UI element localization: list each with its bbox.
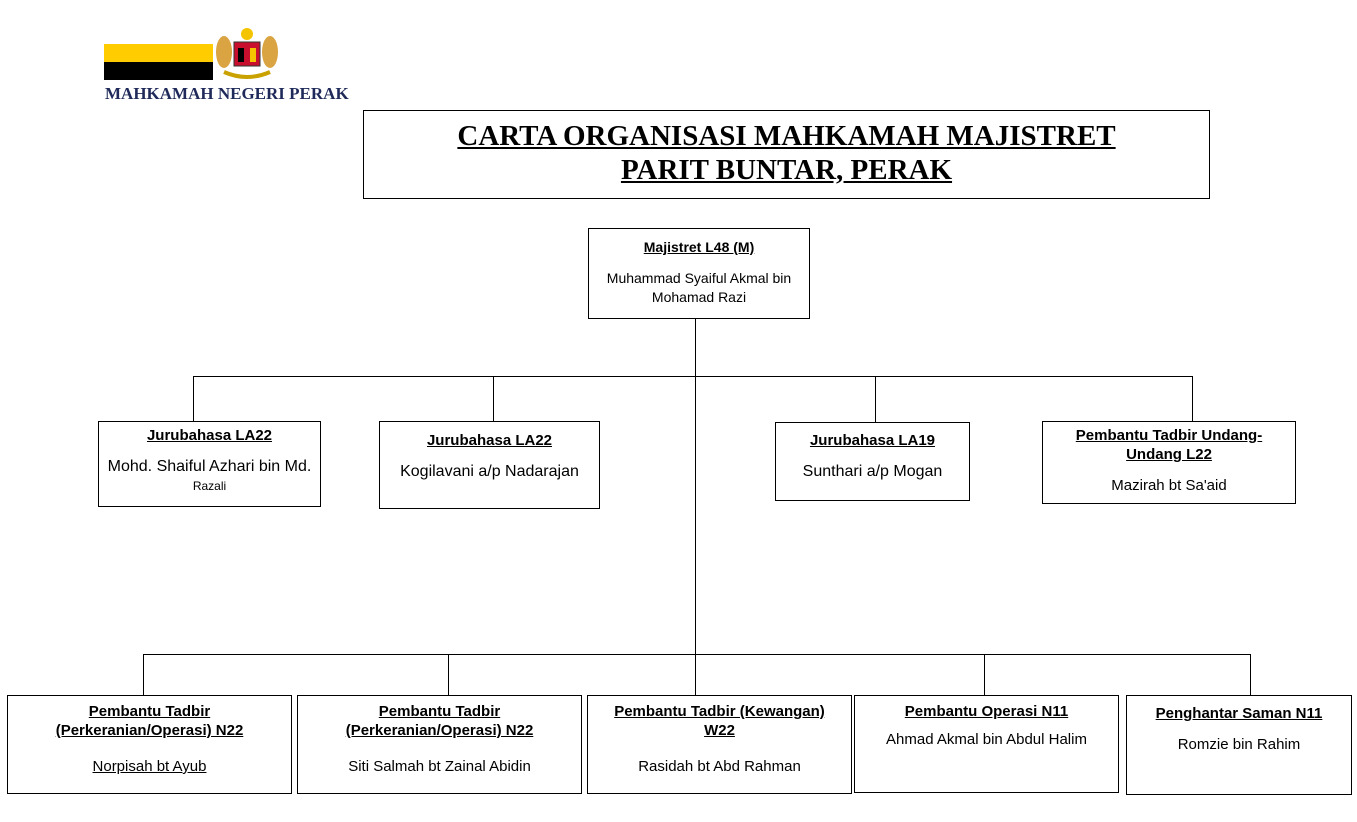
- org-box-jurubahasa-3: Jurubahasa LA19 Sunthari a/p Mogan: [775, 422, 970, 501]
- connector: [1250, 654, 1251, 695]
- connector: [143, 654, 144, 695]
- org-box-row2-1: Pembantu Tadbir (Perkeranian/Operasi) N2…: [7, 695, 292, 794]
- connector: [1192, 376, 1193, 421]
- org-box-pembantu-undang: Pembantu Tadbir Undang-Undang L22 Mazira…: [1042, 421, 1296, 504]
- position-title: Pembantu Tadbir (Kewangan) W22: [614, 703, 825, 739]
- title-line-2: PARIT BUNTAR, PERAK: [620, 154, 953, 186]
- person-name: Romzie bin Rahim: [1177, 736, 1301, 753]
- position-title: Pembantu Tadbir (Perkeranian/Operasi) N2…: [345, 703, 534, 739]
- position-title: Pembantu Tadbir (Perkeranian/Operasi) N2…: [55, 703, 244, 739]
- connector: [875, 376, 876, 422]
- person-name: Sunthari a/p Mogan: [802, 463, 943, 480]
- chart-title: CARTA ORGANISASI MAHKAMAH MAJISTRET PARI…: [363, 110, 1210, 199]
- org-box-row2-5: Penghantar Saman N11 Romzie bin Rahim: [1126, 695, 1352, 795]
- organization-name: MAHKAMAH NEGERI PERAK: [105, 84, 349, 103]
- position-title: Jurubahasa LA22: [146, 427, 273, 444]
- person-name: Siti Salmah bt Zainal Abidin: [348, 758, 531, 775]
- position-title: Jurubahasa LA19: [809, 432, 936, 449]
- connector: [193, 376, 194, 421]
- position-title: Jurubahasa LA22: [426, 432, 553, 449]
- position-title: Pembantu Tadbir Undang-Undang L22: [1075, 427, 1263, 463]
- position-title: Penghantar Saman N11: [1155, 705, 1323, 722]
- connector-row2: [143, 654, 1251, 655]
- position-title: Pembantu Operasi N11: [904, 703, 1069, 720]
- title-line-1: CARTA ORGANISASI MAHKAMAH MAJISTRET: [457, 120, 1116, 152]
- person-name: Norpisah bt Ayub: [92, 758, 207, 775]
- org-box-jurubahasa-2: Jurubahasa LA22 Kogilavani a/p Nadarajan: [379, 421, 600, 509]
- org-box-jurubahasa-1: Jurubahasa LA22 Mohd. Shaiful Azhari bin…: [98, 421, 321, 507]
- org-box-row2-3: Pembantu Tadbir (Kewangan) W22 Rasidah b…: [587, 695, 852, 794]
- connector-main: [695, 318, 696, 695]
- person-name-suffix: Razali: [192, 479, 227, 493]
- perak-flag: [104, 26, 213, 80]
- malaysia-coat-of-arms-icon: [216, 28, 278, 79]
- person-name: Kogilavani a/p Nadarajan: [400, 463, 579, 480]
- org-box-row2-4: Pembantu Operasi N11 Ahmad Akmal bin Abd…: [854, 695, 1119, 793]
- person-name: Mohd. Shaiful Azhari bin Md.: [107, 458, 312, 475]
- org-box-row2-2: Pembantu Tadbir (Perkeranian/Operasi) N2…: [297, 695, 582, 794]
- connector: [448, 654, 449, 695]
- connector: [984, 654, 985, 695]
- person-name: Rasidah bt Abd Rahman: [638, 758, 801, 775]
- connector-row1: [193, 376, 1193, 377]
- org-box-majistret: Majistret L48 (M) Muhammad Syaiful Akmal…: [588, 228, 810, 319]
- connector: [493, 376, 494, 421]
- person-name: Muhammad Syaiful Akmal bin Mohamad Razi: [606, 270, 792, 305]
- person-name: Ahmad Akmal bin Abdul Halim: [886, 731, 1087, 748]
- person-name: Mazirah bt Sa'aid: [1111, 477, 1227, 494]
- position-title: Majistret L48 (M): [643, 239, 755, 255]
